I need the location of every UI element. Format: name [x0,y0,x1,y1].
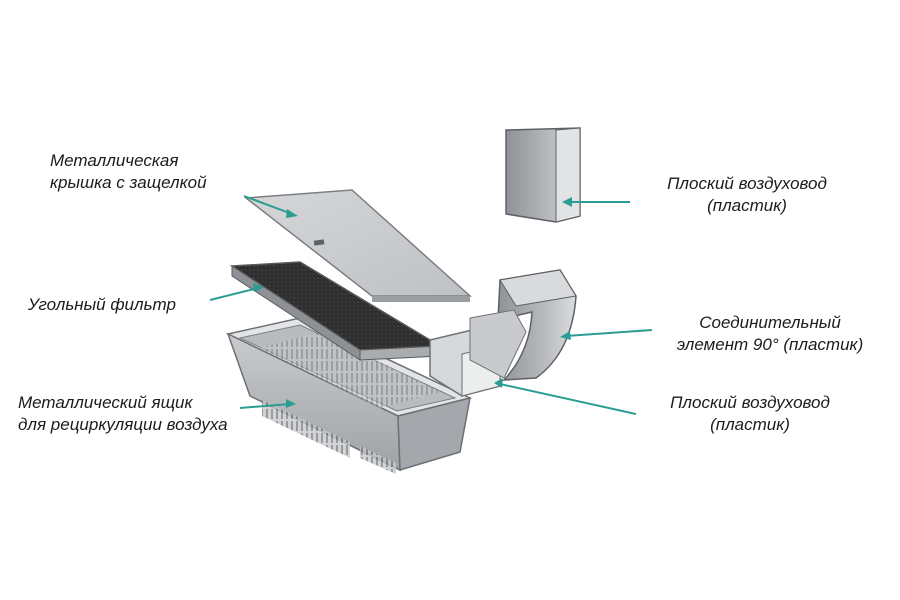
label-metal-lid-line1: Металлическая [50,151,179,170]
label-metal-box-line1: Металлический ящик [18,393,193,412]
pointer-box [239,403,291,409]
pointer-lines [209,195,653,415]
label-flat-duct-bottom-line1: Плоский воздуховод [670,393,830,412]
label-metal-box-line2: для рециркуляции воздуха [18,415,228,434]
flat-duct-top [505,127,581,223]
label-flat-duct-bottom: Плоский воздуховод (пластик) [650,392,850,436]
label-flat-duct-bottom-line2: (пластик) [710,415,790,434]
connector-elbow [469,269,577,381]
pointer-duct-bottom [499,383,637,415]
metal-box [225,317,473,474]
carbon-filter [229,261,443,361]
label-metal-lid-line2: крышка с защелкой [50,173,207,192]
pointer-connector [565,329,653,337]
label-flat-duct-top-line1: Плоский воздуховод [667,174,827,193]
pointer-lid [243,195,293,215]
pointer-filter [209,287,259,301]
label-flat-duct-top: Плоский воздуховод (пластик) [652,173,842,217]
label-metal-lid: Металлическая крышка с защелкой [50,150,207,194]
label-connector: Соединительный элемент 90° (пластик) [650,312,890,356]
label-connector-line2: элемент 90° (пластик) [676,335,864,354]
label-carbon-filter: Угольный фильтр [28,294,176,316]
label-metal-box: Металлический ящик для рециркуляции возд… [18,392,228,436]
metal-lid [244,189,472,302]
label-flat-duct-top-line2: (пластик) [707,196,787,215]
label-connector-line1: Соединительный [699,313,841,332]
label-carbon-filter-text: Угольный фильтр [28,295,176,314]
